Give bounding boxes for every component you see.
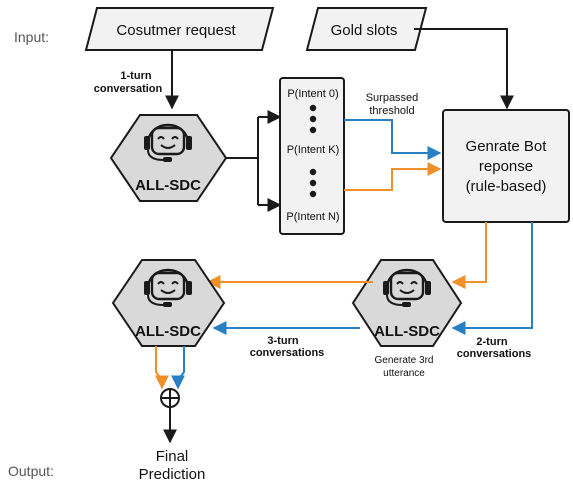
three-turn-label-2: conversations bbox=[250, 347, 325, 359]
sdc-bottom-right: ALL-SDC bbox=[351, 259, 463, 347]
one-turn-label-2: conversation bbox=[94, 83, 163, 95]
sdc-bottom-left: ALL-SDC bbox=[111, 259, 226, 347]
arrow-response-to-sdc-right-blue bbox=[451, 222, 533, 335]
arrow-intent-k-to-response bbox=[344, 119, 442, 160]
three-turn-label-1: 3-turn bbox=[267, 335, 298, 347]
customer-request-label: Cosutmer request bbox=[116, 22, 236, 39]
bot-response-box: Genrate Bot reponse (rule-based) bbox=[442, 109, 570, 223]
sdc-bottom-right-label: ALL-SDC bbox=[374, 323, 440, 340]
gold-slots-label: Gold slots bbox=[331, 22, 398, 39]
one-turn-label-1: 1-turn bbox=[120, 70, 151, 82]
ellipsis-dot bbox=[309, 115, 317, 123]
intent-0-label: P(Intent 0) bbox=[287, 88, 338, 100]
branch-to-intents bbox=[226, 116, 278, 206]
ellipsis-dot bbox=[309, 126, 317, 134]
ellipsis-dot bbox=[309, 104, 317, 112]
bot-response-line-2: reponse bbox=[479, 158, 533, 175]
arrow-intent-n-to-response bbox=[344, 162, 442, 191]
arrow-sdc-left-to-combine-blue bbox=[171, 346, 185, 390]
ellipsis-dot bbox=[309, 168, 317, 176]
sdc-top-label: ALL-SDC bbox=[135, 177, 201, 194]
input-label: Input: bbox=[14, 29, 49, 45]
surpassed-label-1: Surpassed bbox=[366, 92, 419, 104]
generate-3rd-label-1: Generate 3rd bbox=[375, 355, 434, 366]
two-turn-label-1: 2-turn bbox=[476, 336, 507, 348]
arrow-sdc-left-to-combine-orange bbox=[155, 346, 169, 390]
customer-request-box: Cosutmer request bbox=[84, 7, 275, 51]
intent-box: P(Intent 0) P(Intent K) P(Intent N) bbox=[279, 77, 345, 235]
arrow-slots-to-response bbox=[414, 28, 514, 110]
generate-3rd-label-2: utterance bbox=[383, 368, 425, 379]
combine-operator bbox=[160, 388, 180, 408]
bot-response-line-1: Genrate Bot bbox=[466, 138, 548, 155]
ellipsis-dot bbox=[309, 190, 317, 198]
final-prediction-line-1: Final bbox=[156, 448, 189, 465]
arrow-response-to-sdc-right-orange bbox=[451, 222, 487, 289]
output-label: Output: bbox=[8, 463, 54, 479]
bot-response-line-3: (rule-based) bbox=[466, 178, 547, 195]
intent-n-label: P(Intent N) bbox=[286, 211, 339, 223]
final-prediction-line-2: Prediction bbox=[139, 466, 206, 483]
sdc-bottom-left-label: ALL-SDC bbox=[135, 323, 201, 340]
surpassed-label-2: threshold bbox=[369, 105, 414, 117]
intent-k-label: P(Intent K) bbox=[287, 144, 340, 156]
gold-slots-box: Gold slots bbox=[305, 7, 428, 51]
ellipsis-dot bbox=[309, 179, 317, 187]
two-turn-label-2: conversations bbox=[457, 348, 532, 360]
sdc-top: ALL-SDC bbox=[109, 114, 228, 202]
